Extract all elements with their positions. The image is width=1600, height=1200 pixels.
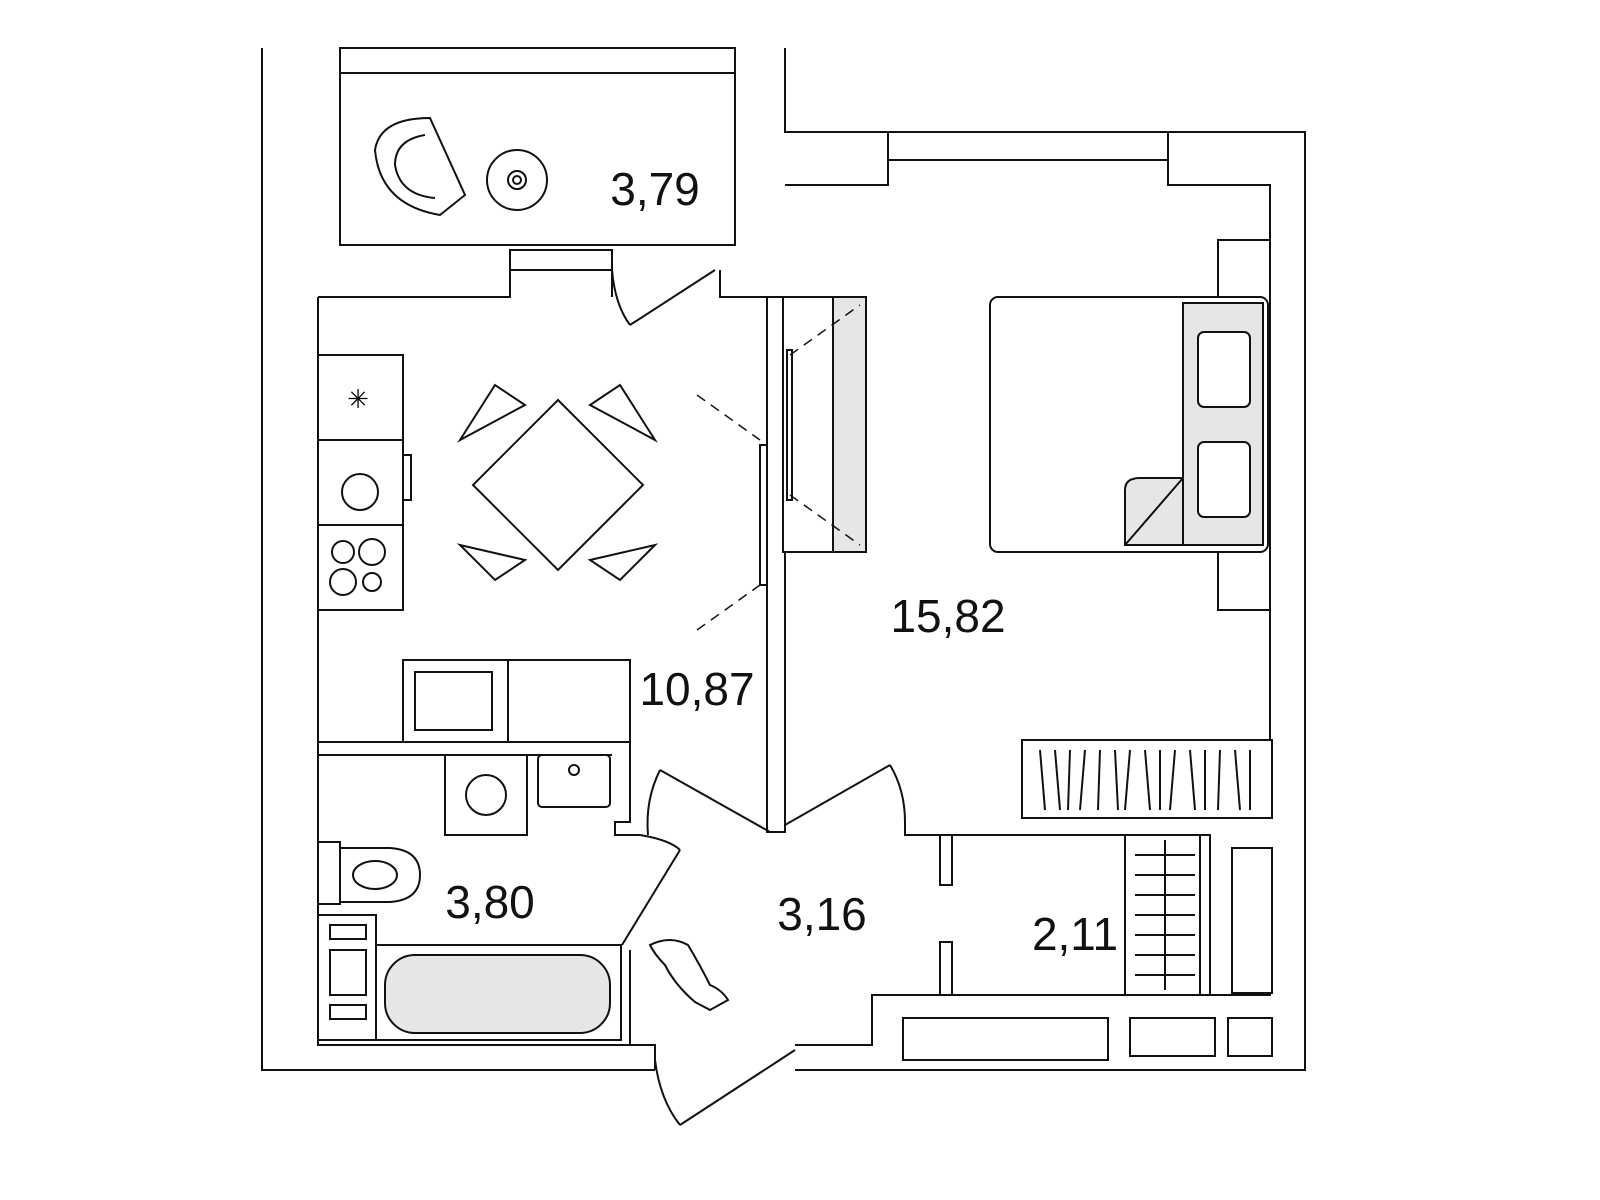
dining-table (456, 383, 659, 582)
bed (989, 239, 1271, 611)
storage-shelf (1124, 834, 1201, 996)
area-label-bedroom: 15,82 (890, 590, 1005, 642)
pillow (1197, 441, 1251, 518)
area-label-hallway: 3,16 (777, 888, 867, 940)
sink (402, 659, 509, 743)
doors (611, 269, 906, 1126)
tv-wall (696, 394, 768, 631)
dishwasher-icon (341, 473, 379, 511)
bookshelf (1021, 739, 1273, 819)
cat-illustration (648, 939, 730, 1012)
stove (317, 524, 404, 611)
wardrobe (782, 296, 867, 553)
bathtub (317, 914, 622, 1041)
pillow (1197, 331, 1251, 408)
washing-machine (444, 754, 528, 836)
toilet (317, 841, 422, 905)
area-label-bathroom: 3,80 (445, 876, 535, 928)
area-label-storage: 2,11 (1032, 908, 1118, 960)
kitchen-counter: ✳ (317, 354, 631, 743)
side-table (486, 149, 548, 211)
fridge-icon: ✳ (347, 385, 369, 415)
armchair (373, 116, 467, 217)
washbasin (537, 754, 611, 808)
area-label-kitchen: 10,87 (639, 663, 754, 715)
area-label-balcony: 3,79 (610, 163, 700, 215)
